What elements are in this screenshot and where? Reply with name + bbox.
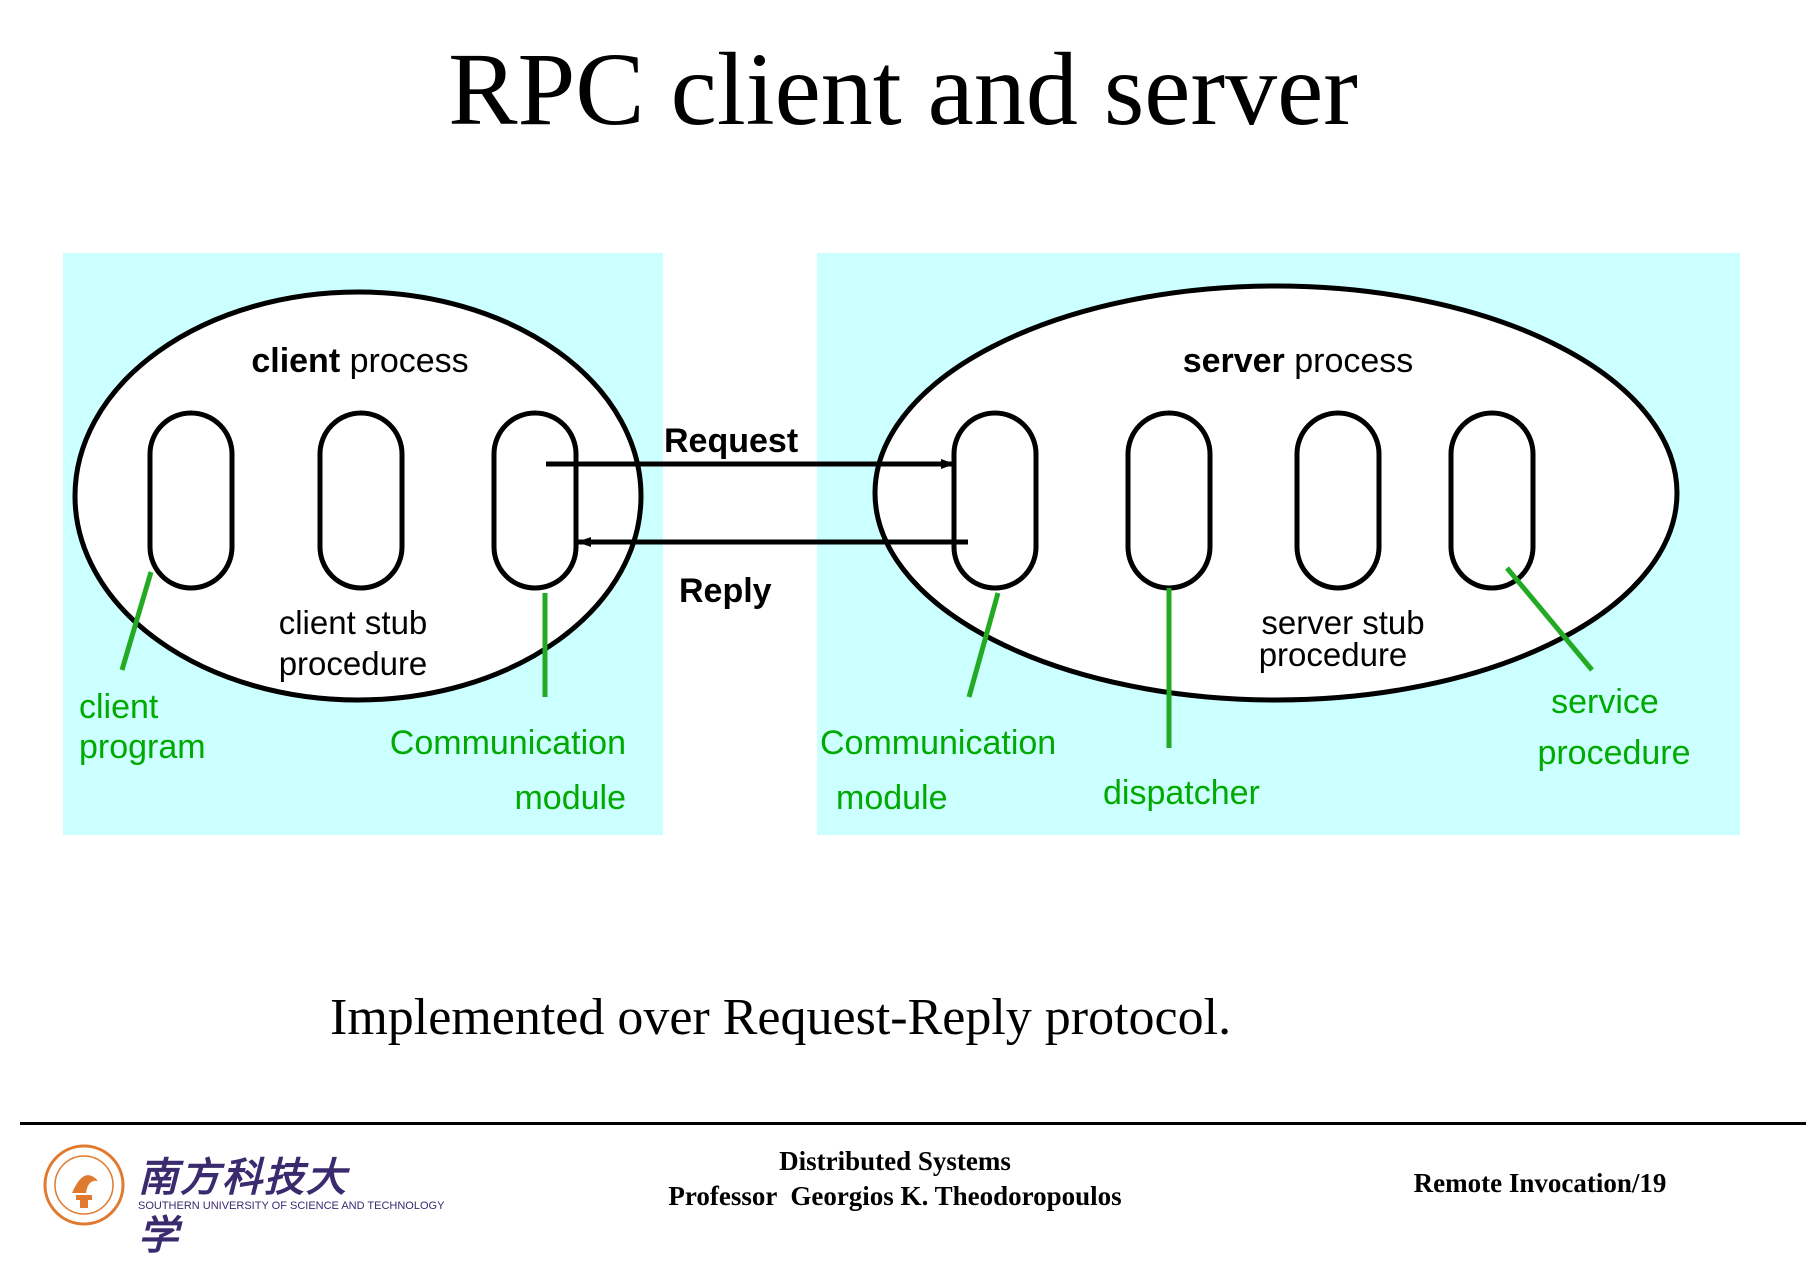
client-program-label-line1: client bbox=[79, 688, 159, 726]
server-stub-label-line2: procedure bbox=[1259, 636, 1408, 673]
footer-course-title: Distributed Systems bbox=[779, 1146, 1011, 1176]
footer-page-label: Remote Invocation/19 bbox=[1413, 1168, 1667, 1198]
client-program-capsule bbox=[147, 410, 235, 591]
server-process-rest: process bbox=[1285, 342, 1414, 380]
server-stub-capsule bbox=[1294, 410, 1382, 591]
rpc-diagram: client process server process Request Re… bbox=[63, 253, 1740, 835]
server-comm-label-line1: Communication bbox=[820, 724, 1056, 762]
slide-subtitle: Implemented over Request-Reply protocol. bbox=[330, 989, 1232, 1046]
server-process-label: server process bbox=[1183, 342, 1414, 380]
logo-chinese-name: 南方科技大学 bbox=[138, 1154, 348, 1259]
footer-divider bbox=[20, 1122, 1806, 1125]
client-program-leader bbox=[119, 571, 154, 671]
server-comm-label-line2: module bbox=[836, 779, 948, 817]
client-program-label-line2: program bbox=[79, 728, 206, 766]
dispatcher-label: dispatcher bbox=[1103, 774, 1260, 812]
server-comm-leader bbox=[966, 592, 1001, 698]
client-stub-label-line2: procedure bbox=[279, 645, 428, 682]
client-process-label: client process bbox=[251, 342, 468, 380]
footer-course-info: Distributed Systems Professor Georgios K… bbox=[600, 1144, 1190, 1214]
server-stub-label-line1: server stub bbox=[1261, 604, 1424, 641]
client-comm-label-line1: Communication bbox=[390, 724, 626, 762]
client-process-rest: process bbox=[340, 342, 469, 380]
university-seal-icon bbox=[43, 1144, 125, 1226]
service-procedure-label-line1: service bbox=[1551, 683, 1659, 721]
server-process-ellipse bbox=[872, 283, 1680, 703]
request-label: Request bbox=[664, 422, 798, 460]
client-stub-label-line1: client stub bbox=[279, 604, 428, 641]
client-comm-capsule bbox=[491, 410, 579, 591]
client-comm-label-line2: module bbox=[514, 779, 626, 817]
slide-title: RPC client and server bbox=[448, 32, 1358, 147]
service-procedure-leader bbox=[1505, 566, 1594, 672]
service-procedure-capsule bbox=[1448, 410, 1536, 591]
footer-professor: Professor Georgios K. Theodoropoulos bbox=[668, 1181, 1122, 1211]
server-comm-capsule bbox=[951, 410, 1039, 591]
server-process-bold: server bbox=[1183, 342, 1285, 380]
reply-label: Reply bbox=[679, 572, 772, 610]
logo-english-name: SOUTHERN UNIVERSITY OF SCIENCE AND TECHN… bbox=[138, 1200, 445, 1212]
client-stub-capsule bbox=[317, 410, 405, 591]
service-procedure-label-line2: procedure bbox=[1537, 734, 1690, 772]
client-process-bold: client bbox=[251, 342, 340, 380]
dispatcher-capsule bbox=[1125, 410, 1213, 591]
university-logo: 南方科技大学 SOUTHERN UNIVERSITY OF SCIENCE AN… bbox=[42, 1144, 444, 1259]
